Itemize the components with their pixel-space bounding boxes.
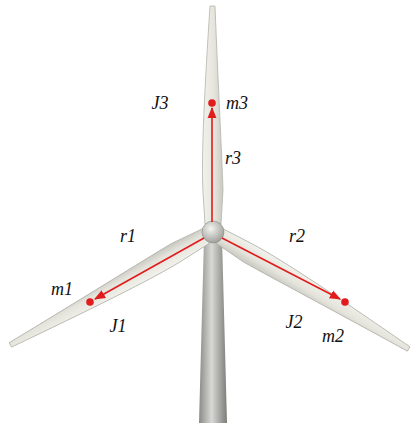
- mass-label: m1: [51, 280, 73, 298]
- inertia-label: J1: [110, 317, 127, 335]
- hub: [202, 221, 224, 243]
- inertia-label: J3: [152, 94, 169, 112]
- radius-arrow: [95, 238, 204, 299]
- radius-label: r1: [120, 227, 136, 245]
- radius-label: r2: [289, 227, 305, 245]
- mass-label: m3: [226, 94, 248, 112]
- blade: [5, 227, 211, 354]
- radius-label: r3: [225, 149, 241, 167]
- radius-arrow: [211, 108, 213, 222]
- blade: [202, 6, 223, 224]
- mass-label: m2: [322, 327, 344, 345]
- mass-point: [208, 99, 216, 107]
- blade: [215, 227, 411, 358]
- tower: [199, 238, 227, 423]
- inertia-label: J2: [286, 313, 303, 331]
- radius-arrow: [222, 238, 340, 299]
- mass-point: [86, 298, 94, 306]
- mass-point: [341, 298, 349, 306]
